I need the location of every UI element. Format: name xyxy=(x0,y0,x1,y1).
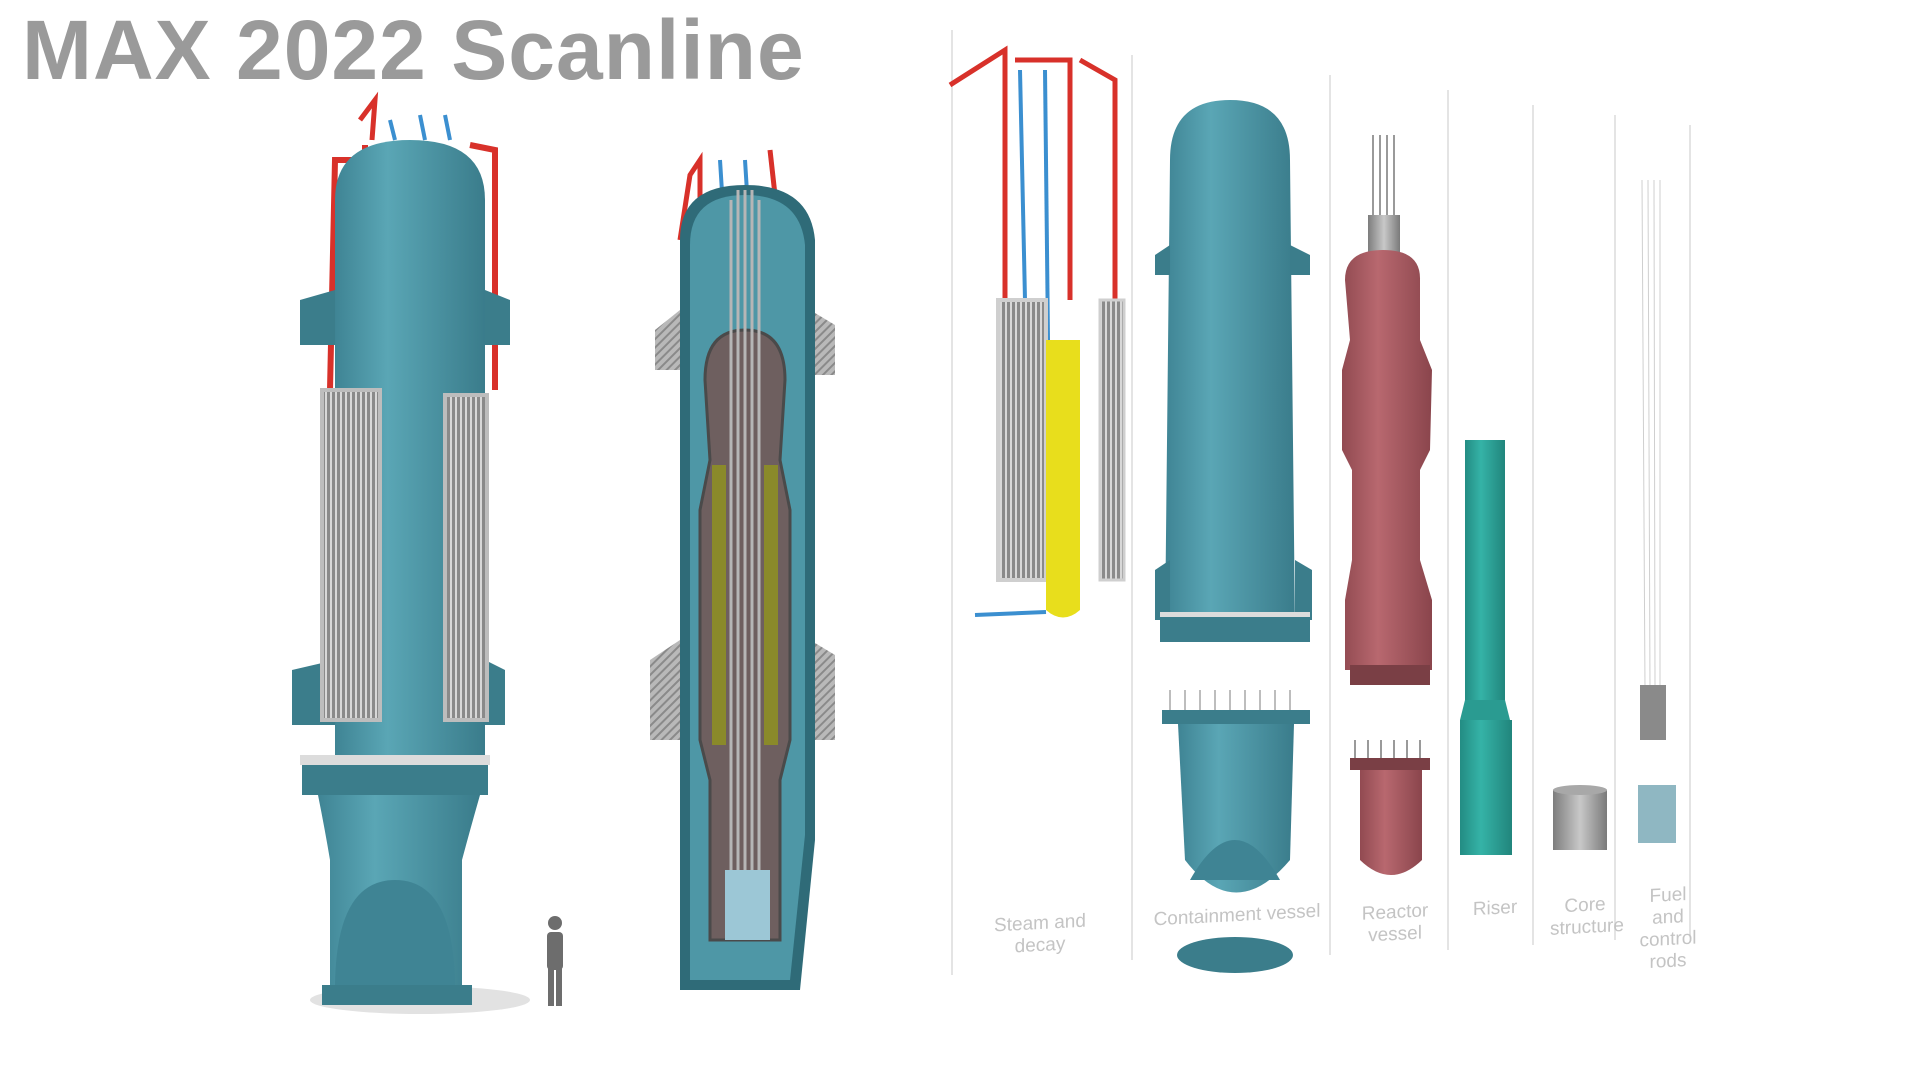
containment-vessel-part xyxy=(1155,100,1312,973)
fuel-and-control-rods-part xyxy=(1638,179,1676,843)
label-core-structure: Core structure xyxy=(1550,893,1624,940)
label-fuel-and-control-rods: Fuel and control rods xyxy=(1639,884,1697,973)
page-title: MAX 2022 Scanline xyxy=(22,3,805,97)
reactor-vessel-part xyxy=(1342,135,1432,875)
steam-and-decay-part xyxy=(948,45,1126,618)
panel-dividers xyxy=(951,30,1691,975)
label-steam-and-decay: Steam and decay xyxy=(994,910,1086,958)
cutaway-module xyxy=(650,149,835,990)
label-reactor-vessel: Reactor vessel xyxy=(1361,900,1429,947)
core-structure-part xyxy=(1553,785,1607,850)
riser-part xyxy=(1460,440,1512,855)
label-riser: Riser xyxy=(1472,896,1518,921)
assembled-module xyxy=(292,91,563,1014)
